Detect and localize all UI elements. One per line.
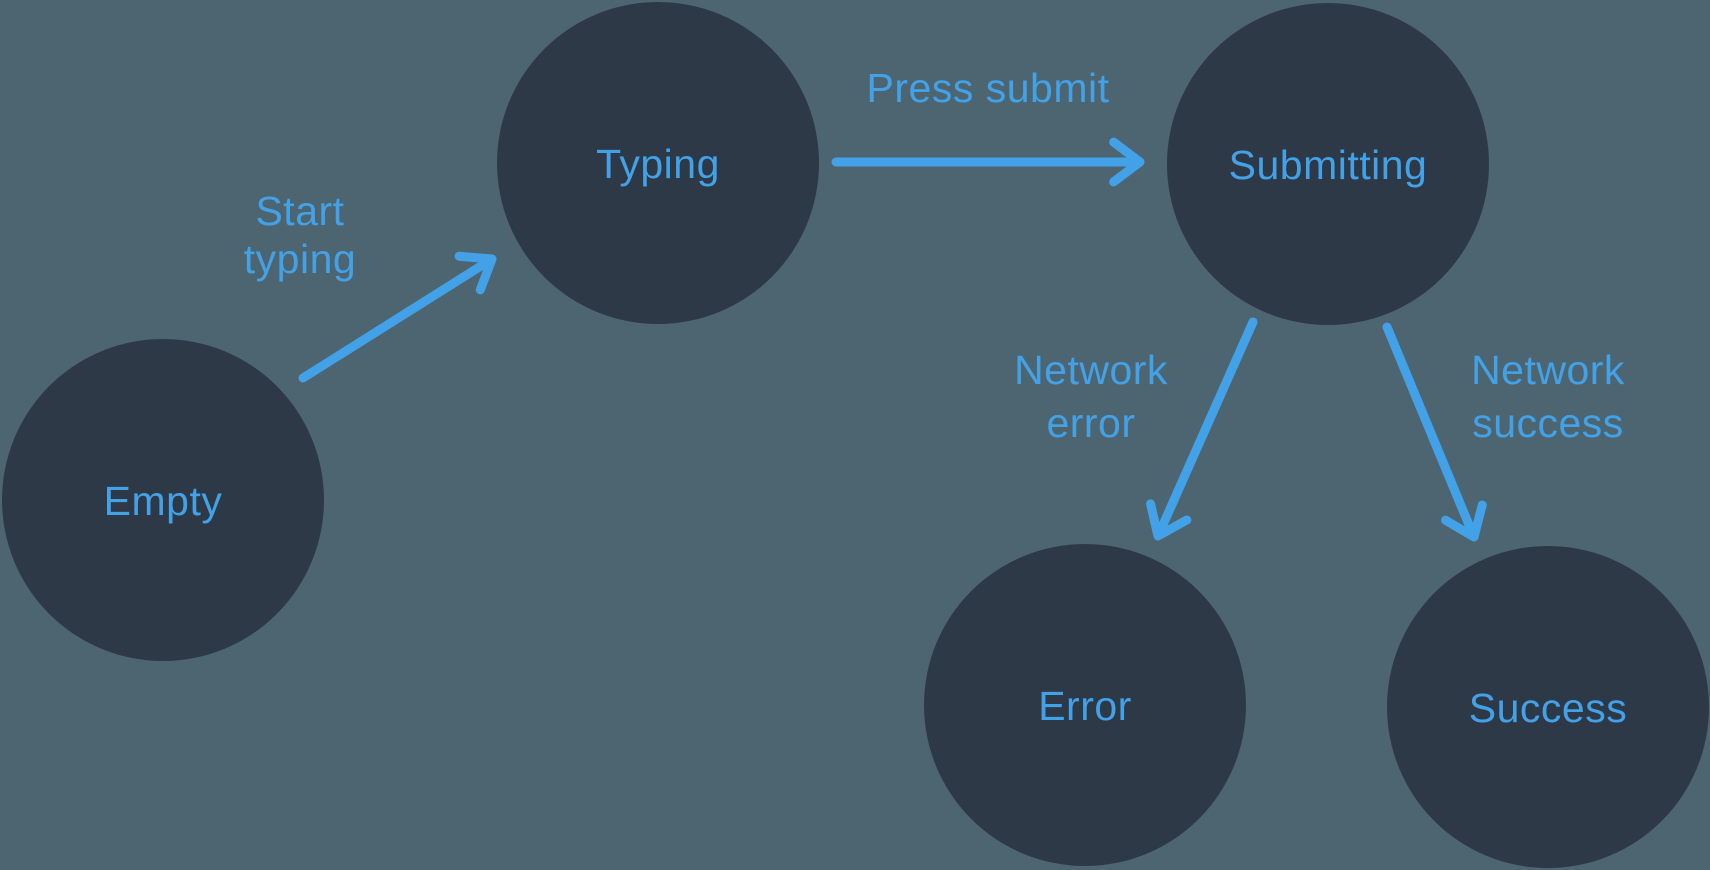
transition-label-network-error-line-1: Network <box>1014 347 1168 393</box>
state-typing: Typing <box>497 2 819 324</box>
transition-press-submit: Press submit <box>831 65 1145 187</box>
state-empty: Empty <box>2 339 324 661</box>
transition-network-success: Network success <box>1382 322 1625 542</box>
state-node-success <box>1387 546 1709 868</box>
state-label-submitting: Submitting <box>1229 142 1428 188</box>
state-label-typing: Typing <box>596 141 720 187</box>
transition-arrowhead-press-submit <box>1109 137 1145 187</box>
state-success: Success <box>1387 546 1709 868</box>
state-node-empty <box>2 339 324 661</box>
transition-network-error: Network error <box>1014 317 1258 541</box>
state-node-typing <box>497 2 819 324</box>
state-label-error: Error <box>1038 683 1132 729</box>
state-node-error <box>924 544 1246 866</box>
transition-label-network-success-line-1: Network <box>1471 347 1625 393</box>
transition-label-network-success-line-2: success <box>1472 400 1624 446</box>
state-node-submitting <box>1167 3 1489 325</box>
transition-label-network-error-line-2: error <box>1046 400 1135 446</box>
transition-label-start-typing-line-1: Start <box>255 188 344 234</box>
transition-line-start-typing <box>298 258 490 383</box>
transition-arrowhead-network-success <box>1441 500 1487 542</box>
transition-line-network-error <box>1156 317 1258 534</box>
transition-arrowhead-network-error <box>1146 499 1192 541</box>
transition-label-start-typing-line-2: typing <box>244 236 356 282</box>
state-label-empty: Empty <box>104 478 223 524</box>
transition-label-press-submit-line-1: Press submit <box>867 65 1110 111</box>
state-error: Error <box>924 544 1246 866</box>
state-label-success: Success <box>1469 685 1627 731</box>
state-submitting: Submitting <box>1167 3 1489 325</box>
transition-arrowhead-start-typing <box>454 251 497 295</box>
transition-line-network-success <box>1382 322 1476 535</box>
